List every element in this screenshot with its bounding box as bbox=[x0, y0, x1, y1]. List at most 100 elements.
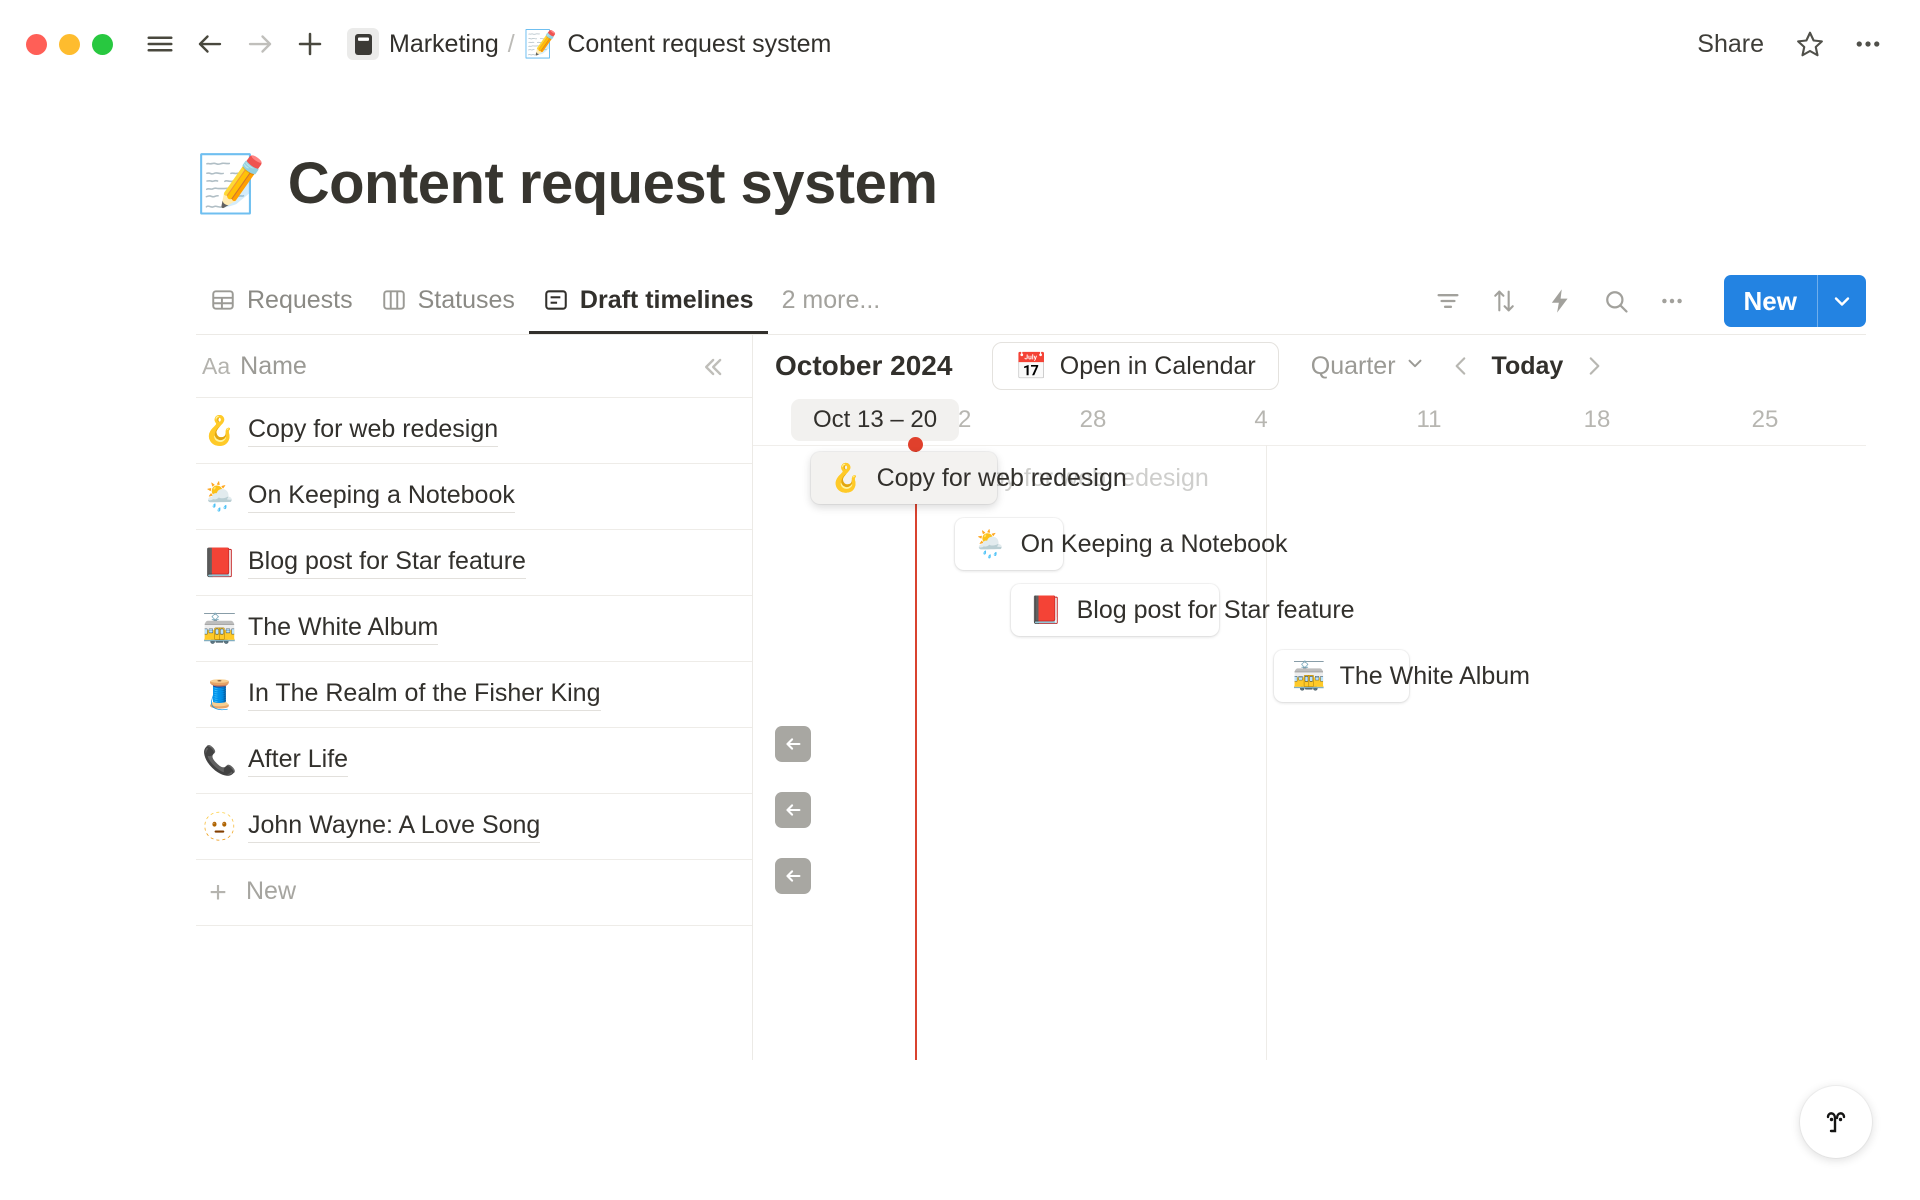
plus-icon: + bbox=[209, 875, 227, 909]
chevron-down-icon[interactable] bbox=[1818, 275, 1866, 327]
timeline-grid: 🪝 Copy for web redesign 🪝 Copy for web r… bbox=[753, 437, 1866, 1060]
list-rows: 🪝 Copy for web redesign 🌦️ On Keeping a … bbox=[196, 397, 752, 925]
row-emoji: 📞 bbox=[202, 744, 237, 776]
timeline-bar[interactable]: 🚋 The White Album bbox=[1274, 650, 1530, 702]
row-name[interactable]: John Wayne: A Love Song bbox=[248, 811, 541, 843]
arrow-left-icon[interactable] bbox=[189, 23, 231, 65]
list-header: Aa Name bbox=[196, 335, 752, 397]
table-icon bbox=[210, 287, 236, 313]
timeline-bar[interactable]: 🌦️ On Keeping a Notebook bbox=[955, 518, 1287, 570]
tab-draft-timelines[interactable]: Draft timelines bbox=[528, 265, 768, 335]
new-button[interactable]: New bbox=[1743, 286, 1797, 316]
row-name[interactable]: After Life bbox=[248, 745, 349, 777]
automation-lightning-icon[interactable] bbox=[1540, 281, 1580, 321]
new-button-group: New bbox=[1723, 275, 1866, 327]
timeline-bar[interactable]: 🪝 Copy for web redesign bbox=[811, 452, 1127, 504]
new-button-divider bbox=[1817, 275, 1818, 327]
bar-emoji: 🚋 bbox=[1292, 660, 1326, 691]
selected-date-range-pill[interactable]: Oct 13 – 20 bbox=[791, 399, 960, 441]
row-emoji: 📕 bbox=[202, 546, 237, 578]
row-name[interactable]: In The Realm of the Fisher King bbox=[248, 679, 601, 711]
name-column-label: Name bbox=[240, 351, 307, 380]
open-in-calendar-button[interactable]: 📅 Open in Calendar bbox=[992, 342, 1279, 390]
list-item[interactable]: 📕 Blog post for Star feature bbox=[196, 529, 752, 595]
plus-icon[interactable] bbox=[289, 23, 331, 65]
scroll-to-item-button[interactable] bbox=[775, 792, 811, 828]
timeline-panel: October 2024 📅 Open in Calendar Quarter … bbox=[753, 335, 1866, 1060]
page-emoji[interactable]: 📝 bbox=[196, 151, 266, 215]
today-button[interactable]: Today bbox=[1491, 351, 1564, 380]
list-item[interactable]: 🫥 John Wayne: A Love Song bbox=[196, 793, 752, 859]
row-emoji: 🫥 bbox=[202, 810, 237, 842]
timeline-board: Aa Name 🪝 Copy for web redesign 🌦️ On Ke… bbox=[196, 335, 1866, 1060]
board-icon bbox=[381, 287, 407, 313]
chevron-right-icon[interactable] bbox=[1581, 353, 1607, 379]
timeline-bar[interactable]: 📕 Blog post for Star feature bbox=[1011, 584, 1355, 636]
breadcrumb: Marketing / 📝 Content request system bbox=[347, 28, 831, 60]
page-title[interactable]: Content request system bbox=[287, 151, 938, 216]
name-column-header[interactable]: Aa Name bbox=[196, 352, 307, 381]
row-emoji: 🌦️ bbox=[202, 480, 237, 512]
notion-face-icon[interactable] bbox=[1800, 1086, 1872, 1158]
list-item[interactable]: 🌦️ On Keeping a Notebook bbox=[196, 463, 752, 529]
ellipsis-icon[interactable] bbox=[1846, 22, 1890, 66]
list-item[interactable]: 🪝 Copy for web redesign bbox=[196, 397, 752, 463]
row-name[interactable]: On Keeping a Notebook bbox=[248, 481, 515, 513]
view-tabs: Requests Statuses Draft timelines 2 more… bbox=[196, 265, 894, 335]
arrow-left-icon bbox=[786, 804, 801, 816]
hamburger-menu-icon[interactable] bbox=[139, 23, 181, 65]
arrow-right-icon[interactable] bbox=[239, 23, 281, 65]
scroll-to-item-button[interactable] bbox=[775, 858, 811, 894]
page-header: 📝 Content request system bbox=[196, 150, 938, 217]
bar-emoji: 🌦️ bbox=[973, 528, 1007, 559]
axis-tick: 4 bbox=[1254, 406, 1268, 433]
tabbar-divider bbox=[196, 334, 1866, 335]
share-button[interactable]: Share bbox=[1697, 29, 1764, 58]
star-icon[interactable] bbox=[1788, 22, 1832, 66]
arrow-left-icon bbox=[786, 870, 801, 882]
scroll-to-item-button[interactable] bbox=[775, 726, 811, 762]
titlebar-actions: Share bbox=[1687, 22, 1890, 66]
row-name[interactable]: Copy for web redesign bbox=[248, 415, 499, 447]
bar-label: On Keeping a Notebook bbox=[1020, 529, 1288, 558]
breadcrumb-workspace[interactable]: Marketing bbox=[389, 29, 499, 58]
new-row-label: New bbox=[246, 877, 297, 905]
bar-emoji: 📕 bbox=[1029, 594, 1063, 625]
timeline-header: October 2024 📅 Open in Calendar Quarter … bbox=[753, 335, 1866, 397]
row-name[interactable]: Blog post for Star feature bbox=[248, 547, 526, 579]
row-name[interactable]: The White Album bbox=[248, 613, 439, 645]
row-emoji: 🧵 bbox=[202, 678, 237, 710]
search-icon[interactable] bbox=[1596, 281, 1636, 321]
tab-statuses[interactable]: Statuses bbox=[367, 265, 529, 335]
axis-tick: 28 bbox=[1079, 406, 1107, 433]
list-item[interactable]: 🧵 In The Realm of the Fisher King bbox=[196, 661, 752, 727]
timeline-zoom-select[interactable]: Quarter bbox=[1311, 352, 1426, 381]
maximize-window-button[interactable] bbox=[92, 33, 113, 55]
minimize-window-button[interactable] bbox=[59, 33, 80, 55]
close-window-button[interactable] bbox=[26, 33, 47, 55]
list-item[interactable]: 🚋 The White Album bbox=[196, 595, 752, 661]
axis-tick: 21 bbox=[958, 406, 972, 433]
breadcrumb-page[interactable]: Content request system bbox=[567, 29, 832, 58]
chevrons-left-icon[interactable] bbox=[694, 349, 730, 385]
timeline-icon bbox=[543, 287, 569, 313]
sort-icon[interactable] bbox=[1484, 281, 1524, 321]
list-bottom-divider bbox=[196, 925, 752, 926]
more-views-button[interactable]: 2 more... bbox=[781, 285, 881, 314]
filter-icon[interactable] bbox=[1428, 281, 1468, 321]
tab-requests[interactable]: Requests bbox=[196, 265, 367, 335]
today-marker-line bbox=[915, 445, 917, 1060]
new-row-button[interactable]: + New bbox=[196, 859, 752, 925]
text-type-icon: Aa bbox=[202, 352, 231, 379]
timeline-date-nav: Today bbox=[1448, 352, 1608, 381]
axis-tick: 18 bbox=[1583, 406, 1611, 433]
grid-line bbox=[753, 445, 1866, 446]
arrow-left-icon bbox=[786, 738, 801, 750]
database-icon[interactable] bbox=[347, 28, 379, 60]
row-emoji: 🚋 bbox=[202, 612, 237, 644]
list-item[interactable]: 📞 After Life bbox=[196, 727, 752, 793]
chevron-left-icon[interactable] bbox=[1448, 353, 1474, 379]
view-options-ellipsis-icon[interactable] bbox=[1652, 281, 1692, 321]
calendar-icon: 📅 bbox=[1015, 351, 1048, 381]
timeline-zoom-value: Quarter bbox=[1310, 351, 1396, 380]
